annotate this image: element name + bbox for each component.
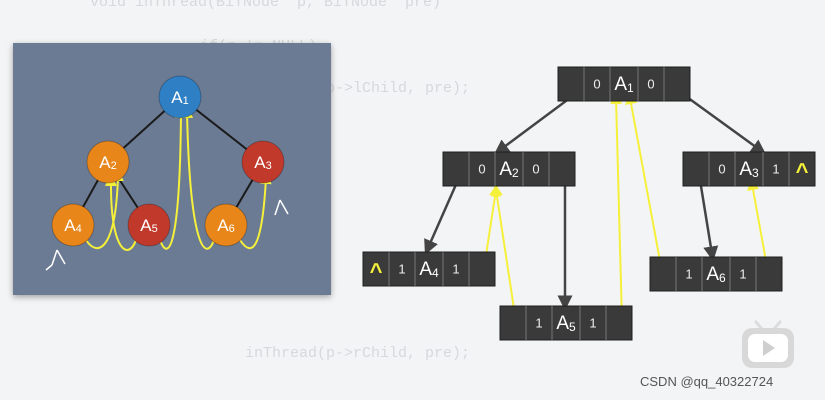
- threaded-node-box: [557, 66, 691, 102]
- ltag-value: 0: [718, 162, 725, 177]
- threaded-node-label: A2: [499, 159, 519, 181]
- tree-node-label: A3: [254, 153, 271, 173]
- threaded-node-label-subscript: 3: [752, 166, 759, 180]
- threaded-node-label-letter: A: [739, 159, 752, 180]
- threaded-node-box: [499, 305, 633, 341]
- tree-node-label-subscript: 4: [76, 223, 82, 235]
- tree-node-label-subscript: 2: [111, 160, 117, 172]
- tree-node-circle: [51, 203, 95, 247]
- tree-node-label-subscript: 1: [183, 95, 189, 107]
- thread-curve: [239, 172, 272, 250]
- rtag-value: 1: [772, 162, 779, 177]
- ltag-value: 1: [685, 267, 692, 282]
- thread-arrow: [490, 184, 517, 323]
- threaded-node-label-subscript: 6: [719, 271, 726, 285]
- tree-node-label: A2: [99, 153, 116, 173]
- tree-node-a1: A1: [158, 75, 202, 119]
- tree-node-label-letter: A: [171, 88, 183, 107]
- tree-node-a5: A5: [127, 203, 171, 247]
- tree-node-label-letter: A: [99, 153, 111, 172]
- threaded-node-label-letter: A: [419, 259, 432, 280]
- thread-curve: [159, 106, 187, 250]
- threaded-node-label: A6: [706, 264, 726, 286]
- rtag-value: 1: [739, 267, 746, 282]
- tree-node-a2: A2: [86, 140, 130, 184]
- tree-node-a6: A6: [204, 203, 248, 247]
- null-pointer-mark: [274, 199, 289, 216]
- ltag-value: 1: [535, 316, 542, 331]
- tree-node-label-letter: A: [140, 216, 152, 235]
- threaded-node-box: [442, 151, 576, 187]
- rtag-value: 1: [589, 316, 596, 331]
- tree-node-a4: A4: [51, 203, 95, 247]
- child-pointer-arrow: [424, 179, 460, 255]
- tree-node-label-subscript: 6: [229, 223, 235, 235]
- tree-node-a3: A3: [241, 140, 285, 184]
- child-pointer-arrow: [493, 90, 579, 155]
- tree-node-circle: [241, 140, 285, 184]
- ltag-value: 0: [593, 77, 600, 92]
- tree-node-circle: [204, 203, 248, 247]
- threaded-node-label: A4: [419, 259, 439, 281]
- threaded-node-label-subscript: 1: [627, 81, 634, 95]
- threaded-node-label: A1: [614, 74, 634, 96]
- threaded-node-label-letter: A: [556, 313, 569, 334]
- tree-node-label-letter: A: [217, 216, 229, 235]
- threaded-node-label-letter: A: [499, 159, 512, 180]
- threaded-node-label: A5: [556, 313, 576, 335]
- threaded-node-box: [362, 251, 496, 287]
- tree-node-label: A5: [140, 216, 157, 236]
- tree-node-label: A6: [217, 216, 234, 236]
- thread-curve: [85, 169, 124, 250]
- thread-curve: [104, 174, 137, 251]
- tree-node-circle: [158, 75, 202, 119]
- threaded-node-label: A3: [739, 159, 759, 181]
- tree-node-label: A1: [171, 88, 188, 108]
- threaded-node-label-letter: A: [614, 74, 627, 95]
- ltag-value: 0: [478, 162, 485, 177]
- rtag-value: 1: [452, 262, 459, 277]
- threaded-node-label-subscript: 5: [569, 320, 576, 334]
- threaded-node-box: [649, 256, 783, 292]
- tree-node-label-letter: A: [64, 216, 76, 235]
- thread-arrow: [610, 92, 623, 323]
- bilibili-play-icon: [742, 320, 794, 368]
- null-pointer-symbol: ^: [370, 259, 383, 284]
- tree-node-circle: [127, 203, 171, 247]
- threaded-node-label-letter: A: [706, 264, 719, 285]
- tree-node-label-letter: A: [254, 153, 266, 172]
- tree-node-label: A4: [64, 216, 81, 236]
- threaded-node-label-subscript: 4: [432, 266, 439, 280]
- thread-curve: [181, 106, 215, 250]
- child-pointer-arrow: [679, 90, 767, 155]
- ltag-value: 1: [398, 262, 405, 277]
- threaded-node-box: [682, 151, 816, 187]
- child-pointer-arrow: [698, 179, 719, 262]
- rtag-value: 0: [647, 77, 654, 92]
- threaded-node-label-subscript: 2: [512, 166, 519, 180]
- null-pointer-symbol: ^: [796, 159, 809, 184]
- tree-node-label-subscript: 3: [266, 160, 272, 172]
- null-pointer-mark: [45, 249, 66, 271]
- tree-node-label-subscript: 5: [152, 223, 158, 235]
- thread-arrow: [625, 92, 663, 273]
- rtag-value: 0: [532, 162, 539, 177]
- watermark: CSDN @qq_40322724: [640, 374, 774, 389]
- tree-node-circle: [86, 140, 130, 184]
